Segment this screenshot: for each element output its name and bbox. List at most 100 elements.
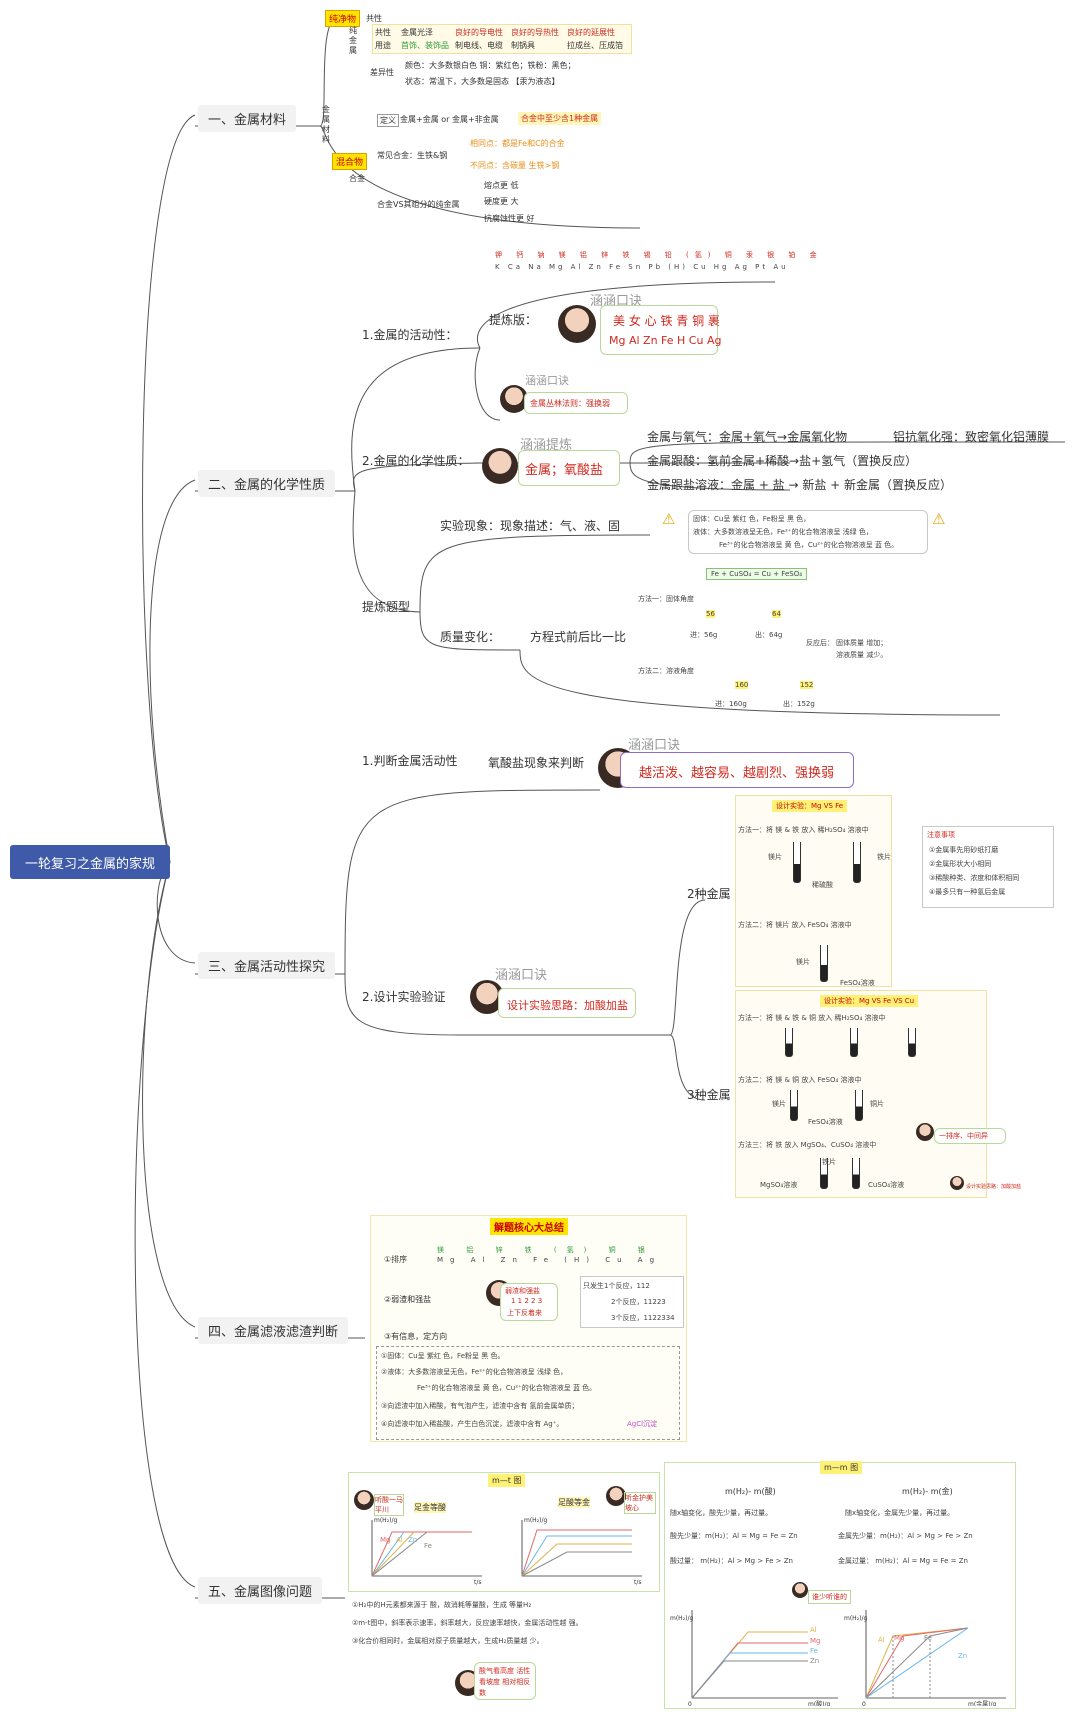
teacher-avatar-6 <box>916 1123 934 1141</box>
notes-title: 注意事项 <box>927 831 955 839</box>
reaction-count-box: 只发生1个反应，112 2个反应，11223 3个反应，1122334 <box>580 1276 684 1328</box>
activity-series-cn: 钾 钙 钠 镁 铝 锌 铁 锡 铅 (氢) 铜 汞 银 铂 金 <box>495 251 823 259</box>
refine-title: 涵涵提炼 <box>520 438 573 453</box>
note-2: ②金属形状大小相同 <box>929 860 992 868</box>
test-tube-2 <box>853 842 861 883</box>
pure-metal-label: 纯金属 <box>349 26 357 55</box>
two-method1: 方法一：将 镁 & 铁 放入 稀H₂SO₄ 溶液中 <box>738 826 869 834</box>
tube-3c <box>908 1028 916 1057</box>
branch-filtrate-residue[interactable]: 四、金属滤液滤渣判断 <box>198 1317 349 1344</box>
cell-wire: 制电线、电缆 <box>455 41 503 50</box>
mt-mnemonic-2: 听金护美坡心 <box>624 1492 656 1514</box>
test-tube-1 <box>793 842 801 883</box>
mt-mnemonic-1: 听酸一马平川 <box>374 1494 404 1516</box>
mm-panel <box>664 1462 1016 1709</box>
cell-conductivity: 良好的导电性 <box>455 28 503 37</box>
mm-ylabel-2: m(H₂)/g <box>844 1615 867 1622</box>
mm-ylabel: m(H₂)/g <box>670 1615 693 1622</box>
design-idea: 设计实验思路：加酸加盐 <box>507 999 628 1012</box>
mt-label-fe: Fe <box>424 1542 432 1550</box>
three-method3: 方法三：将 铁 放入 MgSO₄、CuSO₄ 溶液中 <box>738 1141 877 1149</box>
metal-excess: 金属过量： m(H₂)：Al = Mg = Fe = Zn <box>838 1557 968 1565</box>
weak-strong-sequence: 1 1 2 2 3 <box>511 1297 543 1305</box>
cell-pot: 制锅具 <box>511 41 535 50</box>
three-metals: 3种金属 <box>687 1088 731 1102</box>
mt-ylabel: m(H₂)/g <box>374 1517 397 1524</box>
equation-compare: 方程式前后比一比 <box>530 630 627 644</box>
sort-symbols: Mg Al Zn Fe (H) Cu Ag <box>437 1256 662 1264</box>
branch-activity-exploration[interactable]: 三、金属活动性探究 <box>198 952 336 979</box>
definition-label: 定义 <box>377 114 399 127</box>
prop-acid: 金属跟酸：氢前金属+稀酸→盐+氢气（置换反应） <box>647 454 918 468</box>
acid-salt-text: 金属；氧酸盐 <box>525 463 604 478</box>
tube-3f <box>820 1158 828 1189</box>
summary-panel <box>370 1215 687 1442</box>
info-box: ①固体：Cu呈 紫红 色，Fe粉呈 黑 色。 ②液体：大多数溶液呈无色，Fe²⁺… <box>376 1346 680 1440</box>
method2-in: 进：160g <box>715 700 747 708</box>
cuso4-solution: CuSO₄溶液 <box>868 1181 905 1189</box>
phenomenon-box: 固体：Cu呈 紫红 色，Fe粉呈 黑 色， 液体：大多数溶液呈无色，Fe²⁺的化… <box>688 510 928 554</box>
branch-chemical-properties[interactable]: 二、金属的化学性质 <box>198 470 336 497</box>
teacher-avatar-10 <box>606 1486 626 1506</box>
small-design-note: 设计实验思路：加酸加盐 <box>966 1184 1022 1190</box>
mm-origin-2: 0 <box>862 1701 866 1706</box>
cell-luster: 金属光泽 <box>401 28 433 37</box>
judge-mnemonic-box: 越活泼、越容易、越剧烈、强换弱 <box>620 752 854 788</box>
tube-3g <box>852 1158 860 1189</box>
rule-2: ②m-t图中，斜率表示速率，斜率越大，反应速率越快，金属活动性越 强。 <box>352 1619 583 1627</box>
mm-charts: m(H₂)/g m(H₂)/g m(酸)/g m(金属)/g 0 0 Al Mg… <box>670 1610 1006 1706</box>
summary-mnemonic-box: 酸气看高度 活性看坡度 相对相反数 <box>474 1662 536 1700</box>
acid-col-title: m(H₂)- m(酸) <box>725 1487 776 1496</box>
feso4-solution-2: FeSO₄溶液 <box>808 1118 843 1126</box>
mnemonic-title-2: 涵涵口诀 <box>525 374 569 387</box>
hardness: 硬度更 大 <box>484 197 519 206</box>
reaction-count-3: 3个反应，1122334 <box>611 1314 675 1322</box>
method1-out: 出：64g <box>755 631 783 639</box>
root-topic[interactable]: 一轮复习之金属的家规 <box>10 845 170 879</box>
warning-icon: ⚠ <box>662 510 676 528</box>
enough-acid: 足酸等金 <box>558 1497 590 1508</box>
teacher-avatar-12 <box>792 1582 808 1598</box>
activity-series-symbols: K Ca Na Mg Al Zn Fe Sn Pb (H) Cu Hg Ag P… <box>495 263 789 271</box>
mm-label-al-2: Al <box>878 1636 885 1644</box>
acid-salt-box: 金属；氧酸盐 <box>518 450 620 486</box>
teacher-avatar-7 <box>950 1176 964 1190</box>
mm-label-mg-2: Mg <box>894 1634 904 1642</box>
acid-desc: 随x轴变化，酸先少量，再过量。 <box>670 1509 773 1517</box>
melting-point: 熔点更 低 <box>484 181 519 190</box>
two-metal-panel <box>735 795 892 987</box>
mm-origin: 0 <box>688 1701 692 1706</box>
info-line-3: Fe³⁺的化合物溶液呈 黄 色，Cu²⁺的化合物溶液呈 蓝 色。 <box>417 1384 597 1392</box>
mm-label-fe-2: Fe <box>924 1634 932 1642</box>
jungle-rule: 金属丛林法则：强换弱 <box>530 399 610 408</box>
info-line-2: ②液体：大多数溶液呈无色，Fe²⁺的化合物溶液呈 浅绿 色， <box>381 1368 568 1376</box>
diff-point: 不同点：含碳量 生铁>钢 <box>470 161 560 170</box>
mm-xlabel-acid: m(酸)/g <box>808 1700 831 1706</box>
cell-ductility: 良好的延展性 <box>567 28 615 37</box>
two-metals: 2种金属 <box>687 887 731 901</box>
note-3: ③稀酸种类、浓度和体积相同 <box>929 874 1020 882</box>
common-label: 共性 <box>366 14 382 23</box>
reaction-equation: Fe + CuSO₄ = Cu + FeSO₄ <box>706 568 808 580</box>
metal-desc: 随x轴变化，金属先少量，再过量。 <box>845 1509 955 1517</box>
rule-3: ③化合价相同时，金属相对原子质量越大，生成H₂质量越 少。 <box>352 1637 544 1645</box>
num-152: 152 <box>800 681 814 689</box>
three-method2: 方法二：将 镁 & 铜 放入 FeSO₄ 溶液中 <box>738 1076 862 1084</box>
judge-basis: 氧酸盐现象来判断 <box>488 756 585 770</box>
three-method1: 方法一：将 镁 & 铁 & 铜 放入 稀H₂SO₄ 溶液中 <box>738 1014 886 1022</box>
branch-metal-materials[interactable]: 一、金属材料 <box>198 105 297 132</box>
mt-title: m—t 图 <box>488 1474 526 1487</box>
rule-1: ①H₂中的H元素都来源于 酸，故消耗等量酸，生成 等量H₂ <box>352 1601 532 1609</box>
notes-box: 注意事项 ①金属事先用砂纸打磨 ②金属形状大小相同 ③稀酸种类、浓度和体积相同 … <box>922 826 1054 908</box>
num-160: 160 <box>735 681 749 689</box>
mm-label-fe: Fe <box>810 1647 818 1655</box>
mt-label-mg: Mg <box>380 1536 390 1544</box>
difference-label: 差异性 <box>370 68 394 77</box>
tube-3a <box>785 1028 793 1057</box>
cell-foil: 拉成丝、压成箔 <box>567 41 623 50</box>
branch-graph-problems[interactable]: 五、金属图像问题 <box>198 1577 323 1604</box>
solution-mass: 溶液质量 减少。 <box>836 651 888 659</box>
mg-strip: 镁片 <box>768 853 782 861</box>
prop-salt: 金属跟盐溶液：金属 + 盐 → 新盐 + 新金属（置换反应） <box>647 478 953 492</box>
teacher-avatar-3 <box>482 448 518 484</box>
